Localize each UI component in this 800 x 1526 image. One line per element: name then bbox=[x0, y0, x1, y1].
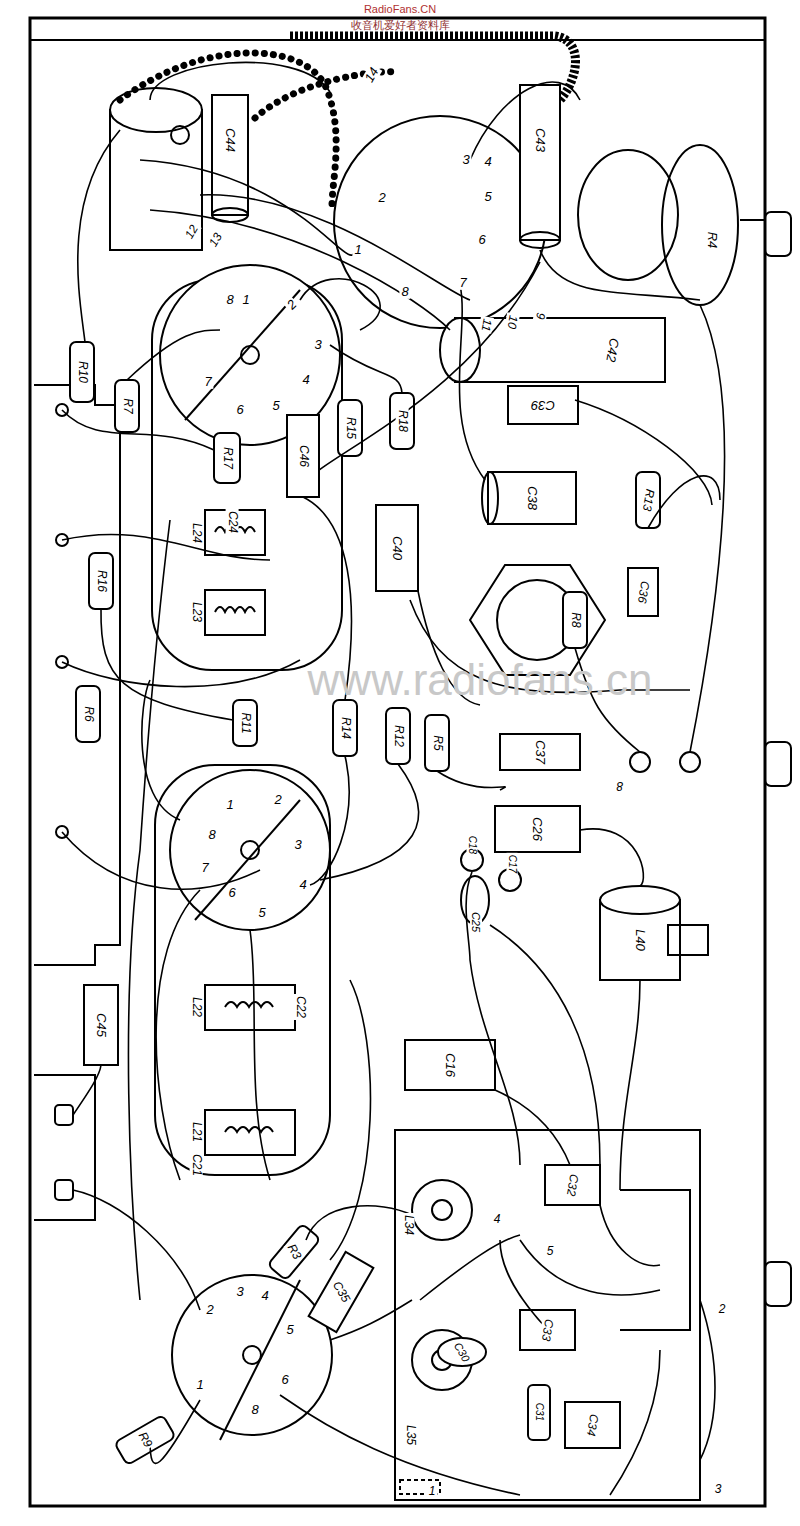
pin-number: 5 bbox=[482, 190, 493, 204]
part-label: R5 bbox=[430, 733, 443, 752]
part-label: L24 bbox=[189, 521, 202, 545]
part-label: R12 bbox=[391, 723, 404, 749]
part-label: R10 bbox=[75, 359, 88, 385]
pin-number: 1 bbox=[352, 243, 363, 257]
part-label: C40 bbox=[390, 534, 404, 562]
part-label: L34 bbox=[401, 1213, 414, 1237]
pin-number: 4 bbox=[297, 878, 308, 892]
pin-number: 6 bbox=[226, 886, 237, 900]
pin-number: 4 bbox=[300, 373, 311, 387]
callout-number: 10 bbox=[504, 312, 520, 331]
callout-number: 5 bbox=[545, 1245, 556, 1258]
callout-number: 9 bbox=[533, 310, 548, 323]
pin-number: 7 bbox=[457, 276, 468, 290]
pin-number: 5 bbox=[284, 1323, 295, 1337]
watermark: www.radiofans.cn bbox=[306, 656, 655, 704]
pin-number: 1 bbox=[194, 1378, 205, 1392]
pin-number: 8 bbox=[249, 1403, 260, 1417]
part-label: C21 bbox=[189, 1152, 202, 1178]
pin-number: 6 bbox=[476, 233, 487, 247]
pin-number: 8 bbox=[399, 285, 410, 299]
watermark: 收音机爱好者资料库 bbox=[349, 19, 452, 31]
pin-number: 3 bbox=[292, 838, 303, 852]
callout-number: 2 bbox=[717, 1303, 728, 1316]
part-label: C24 bbox=[225, 509, 238, 535]
part-label: R16 bbox=[94, 568, 107, 594]
pin-number: 8 bbox=[206, 828, 217, 842]
part-label: C38 bbox=[525, 484, 539, 512]
part-label: C17 bbox=[507, 853, 518, 875]
part-label: R7 bbox=[120, 396, 133, 415]
part-label: L22 bbox=[189, 995, 202, 1019]
pin-number: 7 bbox=[199, 861, 210, 875]
pin-number: 6 bbox=[279, 1373, 290, 1387]
pin-number: 7 bbox=[202, 375, 213, 389]
pin-number: 6 bbox=[234, 403, 245, 417]
pin-number: 3 bbox=[460, 153, 471, 167]
pin-number: 1 bbox=[240, 293, 251, 307]
part-label: C31 bbox=[534, 1401, 545, 1423]
pin-number: 3 bbox=[312, 338, 323, 352]
part-label: L21 bbox=[189, 1120, 202, 1144]
part-label: C16 bbox=[443, 1051, 457, 1079]
part-label: C46 bbox=[296, 443, 309, 469]
part-label: L40 bbox=[633, 927, 647, 953]
part-label: C22 bbox=[293, 994, 306, 1020]
callout-number: 12 bbox=[182, 221, 202, 243]
callout-number: 4 bbox=[492, 1213, 503, 1226]
pin-number: 4 bbox=[482, 155, 493, 169]
part-label: C37 bbox=[533, 738, 547, 766]
pin-number: 8 bbox=[224, 293, 235, 307]
part-label: C25 bbox=[470, 910, 482, 934]
part-label: R11 bbox=[238, 710, 251, 735]
callout-number: 14 bbox=[361, 63, 383, 86]
callout-number: 13 bbox=[206, 229, 226, 251]
part-label: L35 bbox=[403, 1423, 416, 1447]
part-label: R14 bbox=[338, 715, 351, 741]
part-label: R6 bbox=[81, 704, 94, 723]
pin-number: 2 bbox=[376, 191, 387, 205]
pin-number: 5 bbox=[270, 399, 281, 413]
watermark: RadioFans.CN bbox=[362, 3, 438, 15]
part-label: L23 bbox=[189, 600, 202, 624]
callout-number: 3 bbox=[713, 1483, 724, 1496]
part-label: R15 bbox=[343, 415, 356, 441]
part-label: R4 bbox=[705, 230, 719, 251]
part-label: C45 bbox=[94, 1011, 108, 1039]
callout-number: 8 bbox=[615, 778, 626, 791]
pin-number: 2 bbox=[272, 793, 283, 807]
pin-number: 3 bbox=[234, 1285, 245, 1299]
pin-number: 2 bbox=[204, 1303, 215, 1317]
part-label: C39 bbox=[529, 398, 557, 412]
pin-number: 4 bbox=[259, 1289, 270, 1303]
part-label: R17 bbox=[220, 445, 233, 471]
part-label: R8 bbox=[568, 610, 581, 629]
part-label: C44 bbox=[223, 126, 237, 154]
callout-number: 11 bbox=[478, 316, 494, 335]
pin-number: 1 bbox=[224, 798, 235, 812]
part-label: C26 bbox=[530, 815, 544, 843]
part-label: C18 bbox=[467, 834, 478, 856]
part-label: C43 bbox=[533, 126, 547, 154]
pin-number: 5 bbox=[256, 906, 267, 920]
part-label: R18 bbox=[395, 408, 408, 434]
callout-number: 1 bbox=[427, 1485, 438, 1498]
